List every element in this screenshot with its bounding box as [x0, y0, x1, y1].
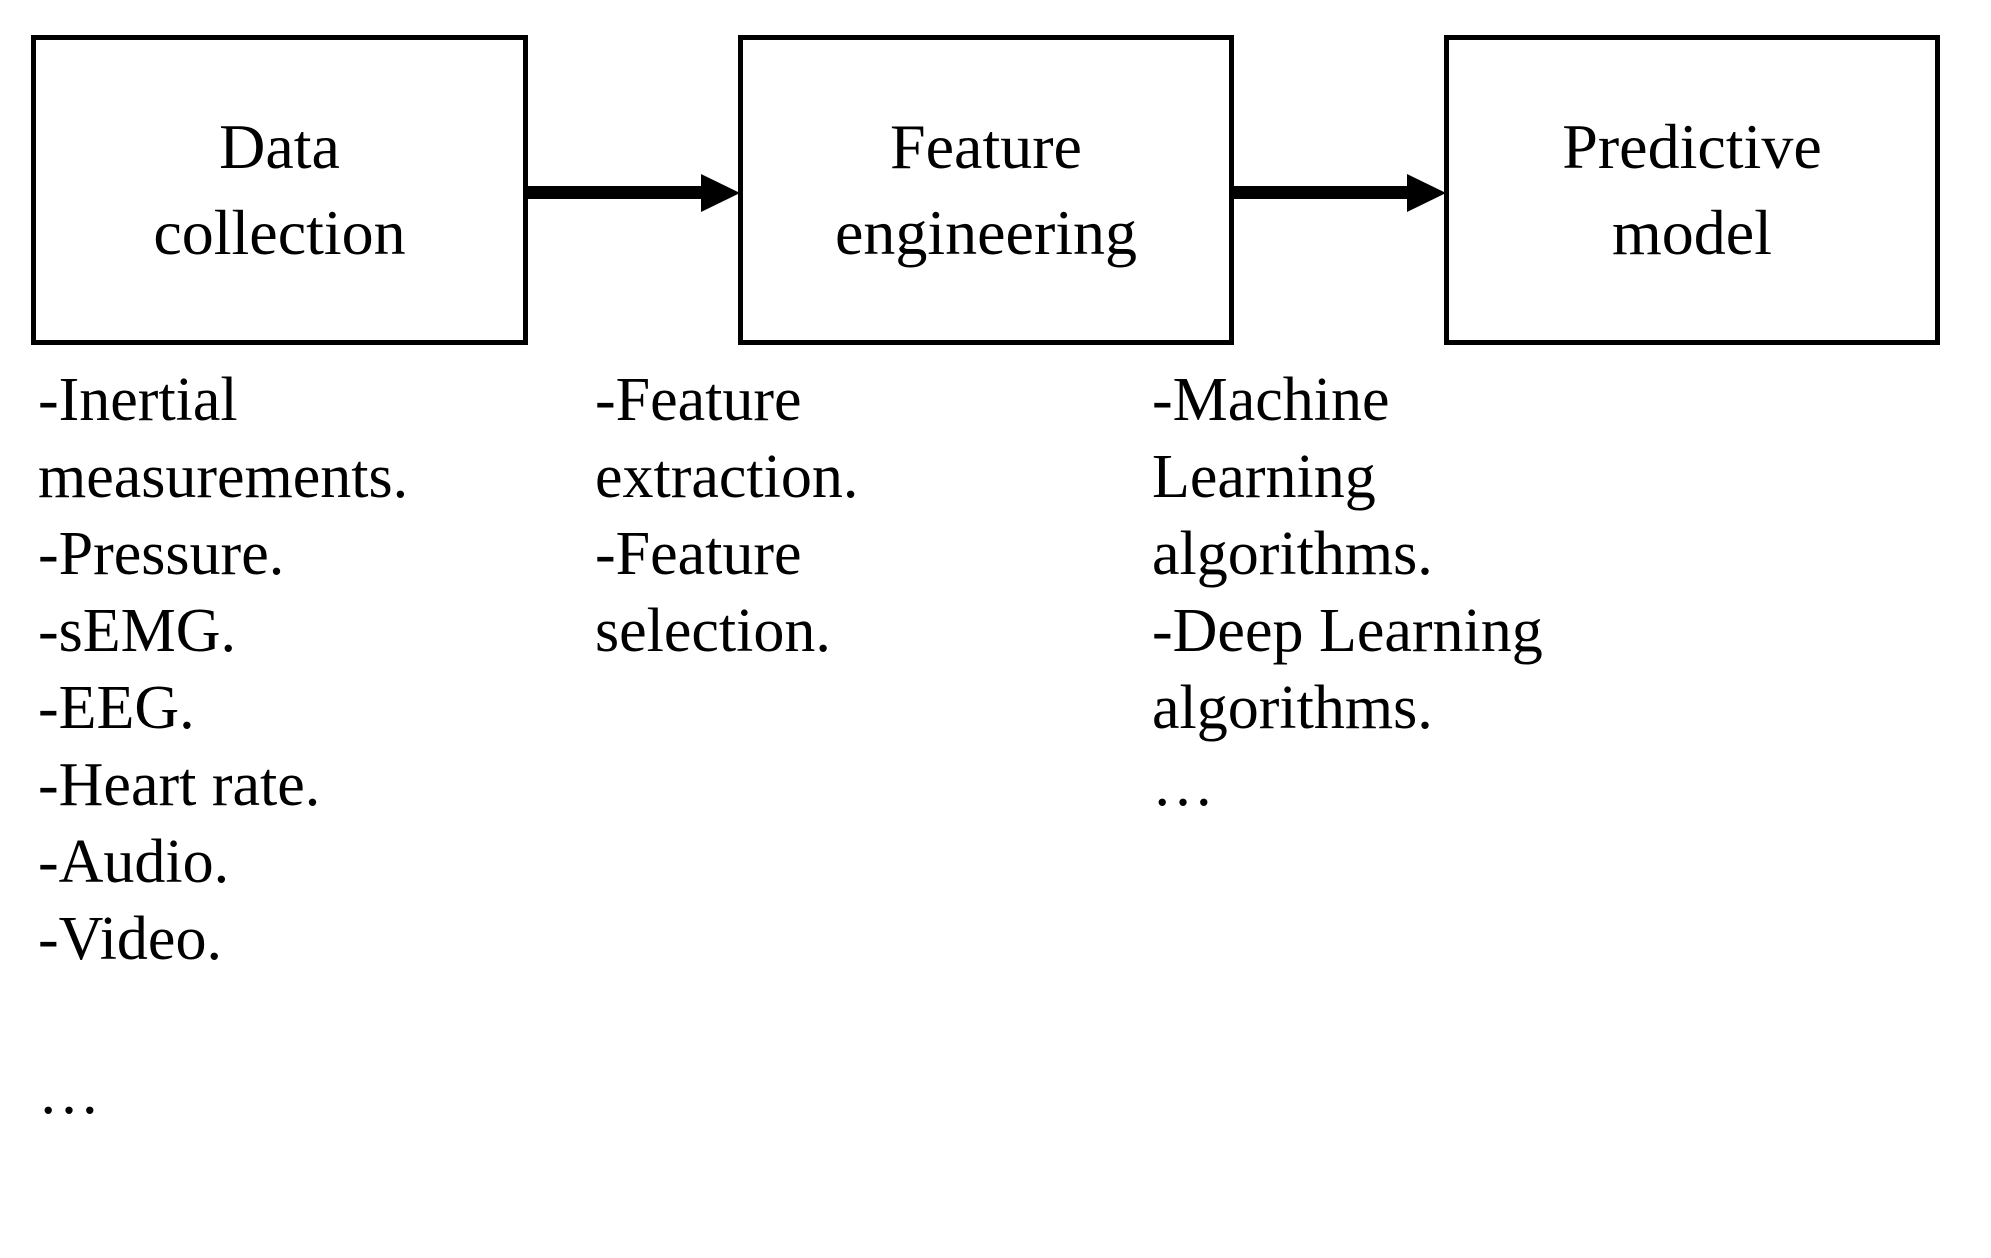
- list-item: -Feature: [595, 366, 802, 434]
- stage-box-label-data-collection: Data collection: [153, 110, 406, 268]
- arrow-right-icon-feature-engineering-to-predictive-model: [1234, 166, 1446, 216]
- list-item: -Video.: [38, 905, 222, 973]
- list-item: -Inertial: [38, 366, 238, 434]
- list-item: -EEG.: [38, 674, 195, 742]
- arrow-head: [1407, 174, 1446, 212]
- list-item: -Deep Learning: [1152, 597, 1543, 665]
- arrow-shaft: [1234, 186, 1410, 199]
- stage-box-label-predictive-model: Predictive model: [1562, 110, 1822, 268]
- list-item: -Feature: [595, 520, 802, 588]
- list-item: [38, 978, 558, 1055]
- list-item: algorithms.: [1152, 520, 1433, 588]
- list-item: -Heart rate.: [38, 751, 321, 819]
- list-item: measurements.: [38, 443, 409, 511]
- list-item: …: [38, 1059, 106, 1127]
- stage-list-data-collection: -Inertial measurements. -Pressure. -sEMG. -E…: [38, 362, 558, 1132]
- list-item: extraction.: [595, 443, 859, 511]
- list-item: Learning: [1152, 443, 1376, 511]
- arrow-shaft: [528, 186, 704, 199]
- list-item: selection.: [595, 597, 831, 665]
- list-item: …: [1152, 751, 1220, 819]
- list-item: -sEMG.: [38, 597, 237, 665]
- arrow-head: [701, 174, 740, 212]
- stage-box-data-collection: Data collection: [31, 35, 528, 345]
- list-item: -Machine: [1152, 366, 1390, 434]
- list-item: algorithms.: [1152, 674, 1433, 742]
- list-item: -Pressure.: [38, 520, 285, 588]
- arrow-right-icon-data-collection-to-feature-engineering: [528, 166, 740, 216]
- list-item: -Audio.: [38, 828, 230, 896]
- stage-box-label-feature-engineering: Feature engineering: [834, 110, 1138, 268]
- stage-list-feature-engineering: -Feature extraction. -Feature selection.: [595, 362, 1115, 670]
- stage-box-feature-engineering: Feature engineering: [738, 35, 1234, 345]
- stage-box-predictive-model: Predictive model: [1444, 35, 1940, 345]
